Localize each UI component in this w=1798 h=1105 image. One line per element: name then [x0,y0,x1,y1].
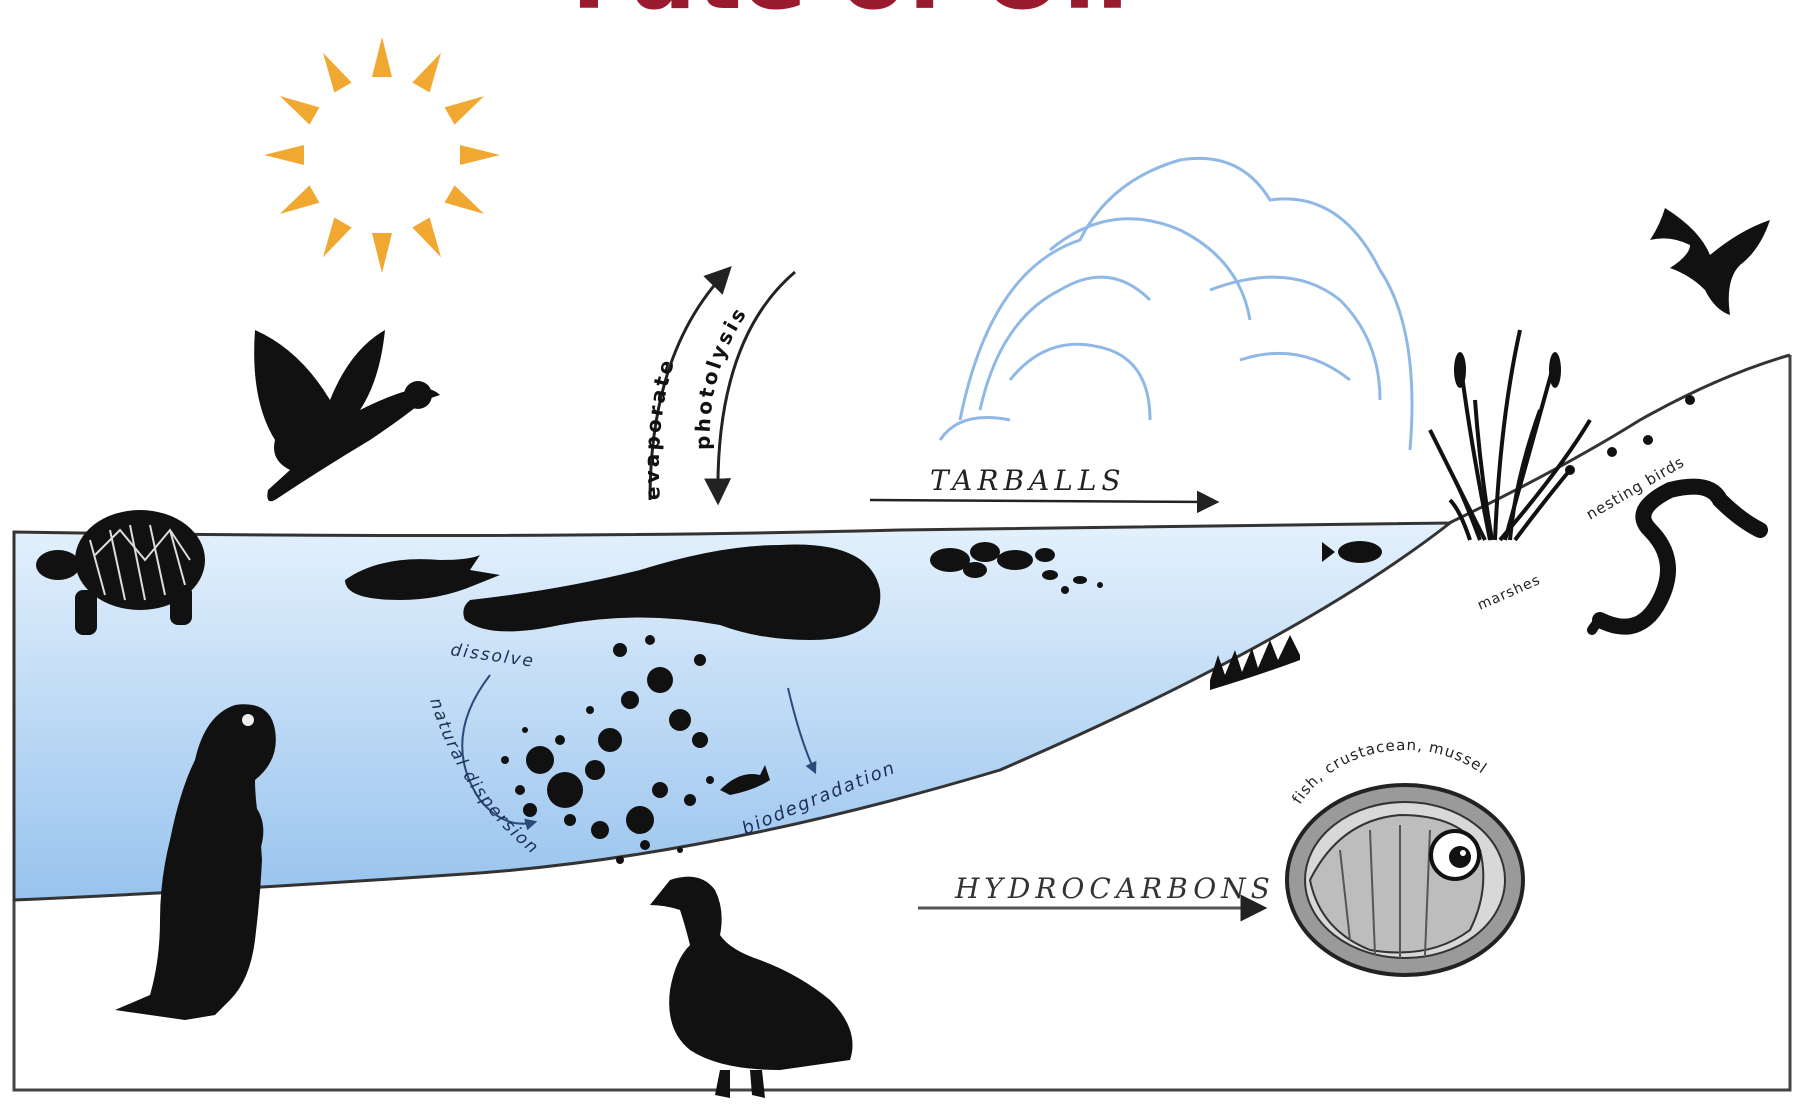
cloud-icon [940,158,1412,450]
sun-icon [264,37,500,273]
marshes-label: marshes [1475,572,1543,614]
tarballs-arrow [870,500,1215,502]
cattail-heads [1454,352,1561,388]
flying-duck-icon [254,330,440,501]
tarballs-label: TARBALLS [930,464,1126,497]
standing-duck-icon [650,877,853,1098]
crustacean-icon [1287,785,1523,975]
evaporate-label: evaporate [640,354,680,500]
flying-bird-icon [1650,208,1770,315]
reeds-icon [1430,330,1590,540]
hydrocarbons-label: HYDROCARBONS [954,872,1275,905]
page-title: Fate of Oil [571,0,1129,31]
